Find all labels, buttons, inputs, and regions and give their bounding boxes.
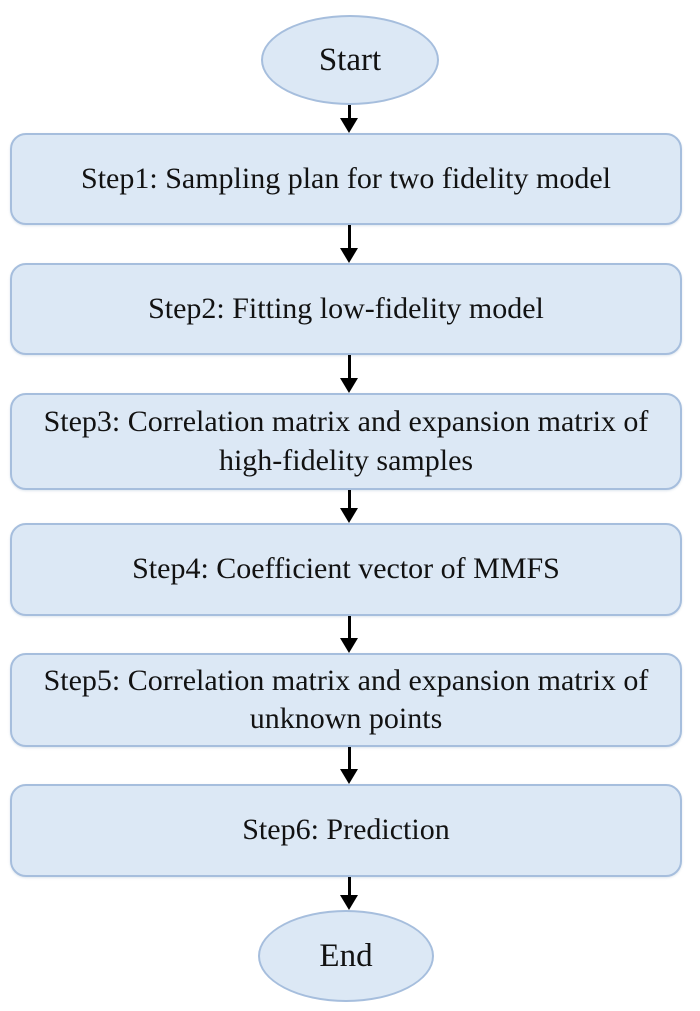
step2-node: Step2: Fitting low-fidelity model	[10, 263, 682, 355]
step3-node: Step3: Correlation matrix and expansion …	[10, 393, 682, 490]
step4-node: Step4: Coefficient vector of MMFS	[10, 523, 682, 616]
step1-node: Step1: Sampling plan for two fidelity mo…	[10, 133, 682, 225]
arrow-down-icon	[340, 616, 358, 653]
arrow-head	[340, 118, 358, 133]
arrow-shaft	[347, 616, 351, 638]
arrow-head	[340, 769, 358, 784]
arrow-shaft	[347, 877, 351, 895]
start-label: Start	[318, 41, 382, 78]
arrow-down-icon	[340, 355, 358, 393]
end-node: End	[258, 910, 434, 1002]
step4-label: Step4: Coefficient vector of MMFS	[132, 552, 560, 586]
arrow-shaft	[347, 747, 351, 769]
arrow-shaft	[347, 490, 351, 508]
arrow-down-icon	[340, 747, 358, 784]
arrow-head	[340, 638, 358, 653]
step1-label: Step1: Sampling plan for two fidelity mo…	[81, 161, 611, 195]
arrow-down-icon	[340, 225, 358, 263]
arrow-down-icon	[340, 877, 358, 910]
arrow-head	[340, 895, 358, 910]
arrow-head	[340, 378, 358, 393]
step5-label: Step5: Correlation matrix and expansion …	[43, 663, 649, 735]
end-label: End	[319, 937, 373, 974]
arrow-head	[340, 248, 358, 263]
step3-label: Step3: Correlation matrix and expansion …	[43, 405, 649, 477]
arrow-down-icon	[340, 490, 358, 523]
arrow-head	[340, 508, 358, 523]
arrow-shaft	[347, 225, 351, 248]
step6-label: Step6: Prediction	[242, 813, 450, 847]
step6-node: Step6: Prediction	[10, 784, 682, 877]
step2-label: Step2: Fitting low-fidelity model	[148, 291, 544, 325]
arrow-down-icon	[340, 105, 358, 133]
arrow-shaft	[347, 355, 351, 378]
start-node: Start	[261, 15, 439, 105]
arrow-shaft	[347, 105, 351, 118]
step5-node: Step5: Correlation matrix and expansion …	[10, 653, 682, 747]
